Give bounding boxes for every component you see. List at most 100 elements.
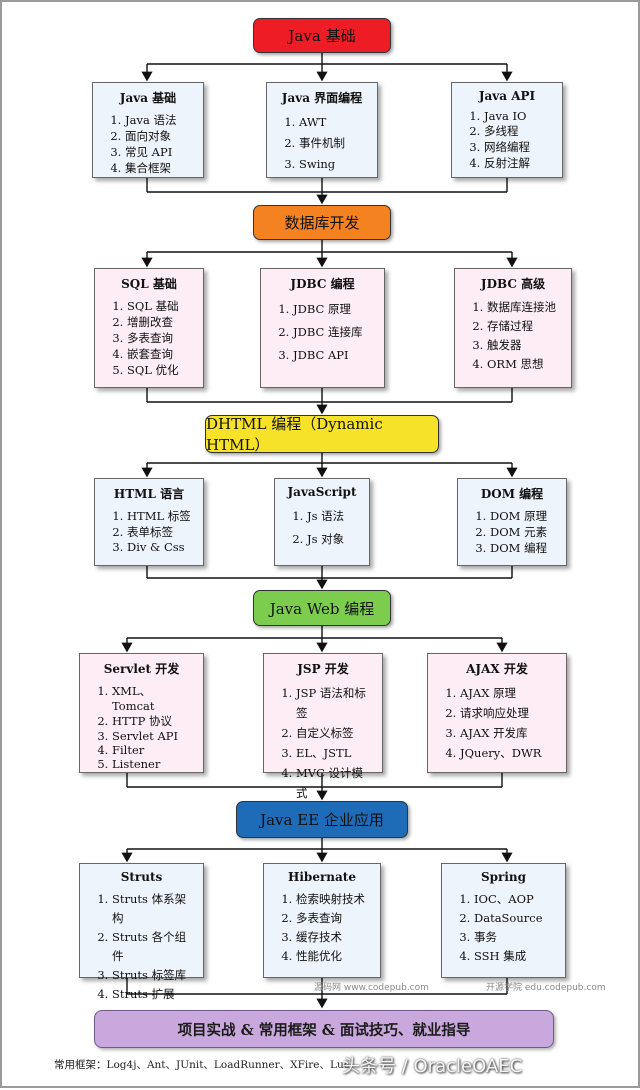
box-java-gui: Java 界面编程 AWT 事件机制 Swing bbox=[266, 82, 378, 178]
list-item: 集合框架 bbox=[125, 160, 193, 176]
list-item: SQL 优化 bbox=[127, 362, 193, 378]
list-item: ORM 思想 bbox=[487, 355, 561, 374]
list-item: MVC 设计模式 bbox=[296, 763, 372, 803]
list-item: Js 对象 bbox=[307, 528, 359, 551]
box-html: HTML 语言 HTML 标签 表单标签 Div & Css bbox=[94, 478, 204, 566]
list-item: Filter bbox=[112, 743, 193, 757]
header-dhtml: DHTML 编程（Dynamic HTML） bbox=[205, 415, 439, 454]
box-title: Servlet 开发 bbox=[103, 662, 180, 676]
list-item: 缓存技术 bbox=[296, 928, 370, 947]
box-struts: Struts Struts 体系架构 Struts 各个组件 Struts 标签… bbox=[79, 863, 204, 1001]
list-item: DOM 元素 bbox=[490, 524, 556, 540]
box-ajax: AJAX 开发 AJAX 原理 请求响应处理 AJAX 开发库 JQuery、D… bbox=[427, 653, 567, 773]
box-title: SQL 基础 bbox=[121, 277, 177, 291]
list-item: DOM 原理 bbox=[490, 508, 556, 524]
box-dom: DOM 编程 DOM 原理 DOM 元素 DOM 编程 bbox=[457, 478, 567, 566]
box-title: HTML 语言 bbox=[113, 487, 185, 501]
list-item: 触发器 bbox=[487, 336, 561, 355]
list-item: JDBC 连接库 bbox=[293, 321, 374, 344]
list-item: HTML 标签 bbox=[127, 508, 193, 524]
box-java-api: Java API Java IO 多线程 网络编程 反射注解 bbox=[451, 82, 563, 178]
list-item: JDBC API bbox=[293, 344, 374, 367]
box-jdbc: JDBC 编程 JDBC 原理 JDBC 连接库 JDBC API bbox=[260, 268, 385, 388]
list-item: Struts 体系架构 bbox=[112, 890, 193, 928]
list-item: Servlet API bbox=[112, 729, 193, 743]
list-item: Div & Css bbox=[127, 540, 193, 554]
box-title: DOM 编程 bbox=[480, 487, 544, 501]
item-list: Struts 体系架构 Struts 各个组件 Struts 标签库 Strut… bbox=[90, 890, 193, 1004]
box-java-basics: Java 基础 Java 语法 面向对象 常见 API 集合框架 bbox=[92, 82, 204, 178]
list-item: Struts 标签库 bbox=[112, 966, 193, 985]
list-item: 表单标签 bbox=[127, 524, 193, 540]
list-item: 网络编程 bbox=[484, 139, 552, 155]
list-item: Js 语法 bbox=[307, 505, 359, 528]
item-list: 检索映射技术 多表查询 缓存技术 性能优化 bbox=[274, 890, 370, 966]
list-item: 请求响应处理 bbox=[460, 703, 556, 723]
item-list: Js 语法 Js 对象 bbox=[285, 505, 359, 551]
box-servlet: Servlet 开发 XML、Tomcat HTTP 协议 Servlet AP… bbox=[79, 653, 204, 773]
item-list: SQL 基础 增删改查 多表查询 嵌套查询 SQL 优化 bbox=[105, 298, 193, 378]
box-sql-basics: SQL 基础 SQL 基础 增删改查 多表查询 嵌套查询 SQL 优化 bbox=[94, 268, 204, 388]
list-item: IOC、AOP bbox=[474, 890, 555, 909]
box-title: JavaScript bbox=[287, 485, 357, 499]
item-list: AWT 事件机制 Swing bbox=[277, 112, 367, 175]
header-java-web: Java Web 编程 bbox=[253, 590, 391, 626]
list-item: SSH 集成 bbox=[474, 947, 555, 966]
list-item: JQuery、DWR bbox=[460, 743, 556, 763]
header-java-web-label: Java Web 编程 bbox=[269, 599, 375, 618]
list-item: 事件机制 bbox=[299, 133, 367, 154]
box-title: Struts bbox=[120, 870, 163, 884]
box-title: JDBC 高级 bbox=[480, 277, 546, 291]
box-title: Java 界面编程 bbox=[281, 91, 363, 105]
header-java-basics: Java 基础 bbox=[253, 18, 391, 53]
item-list: IOC、AOP DataSource 事务 SSH 集成 bbox=[452, 890, 555, 966]
list-item: 存储过程 bbox=[487, 317, 561, 336]
final-goal-label: 项目实战 & 常用框架 & 面试技巧、就业指导 bbox=[177, 1021, 471, 1039]
watermark-right: 开源学院 edu.codepub.com bbox=[486, 983, 606, 993]
box-hibernate: Hibernate 检索映射技术 多表查询 缓存技术 性能优化 bbox=[263, 863, 381, 978]
box-title: AJAX 开发 bbox=[466, 662, 528, 676]
box-title: JSP 开发 bbox=[297, 662, 349, 676]
final-goal-box: 项目实战 & 常用框架 & 面试技巧、就业指导 bbox=[94, 1010, 554, 1048]
toutiao-credit: 头条号 / OracleOAEC bbox=[342, 1056, 523, 1077]
box-title: JDBC 编程 bbox=[290, 277, 355, 291]
item-list: JDBC 原理 JDBC 连接库 JDBC API bbox=[271, 298, 374, 367]
list-item: 嵌套查询 bbox=[127, 346, 193, 362]
list-item: JSP 语法和标签 bbox=[296, 683, 372, 723]
list-item: DataSource bbox=[474, 909, 555, 928]
list-item: Java IO bbox=[484, 109, 552, 123]
box-jsp: JSP 开发 JSP 语法和标签 自定义标签 EL、JSTL MVC 设计模式 bbox=[263, 653, 383, 800]
item-list: JSP 语法和标签 自定义标签 EL、JSTL MVC 设计模式 bbox=[274, 683, 372, 803]
item-list: Java 语法 面向对象 常见 API 集合框架 bbox=[103, 112, 193, 176]
frameworks-footer: 常用框架：Log4j、Ant、JUnit、LoadRunner、XFire、Lu… bbox=[54, 1059, 350, 1071]
list-item: Struts 各个组件 bbox=[112, 928, 193, 966]
item-list: DOM 原理 DOM 元素 DOM 编程 bbox=[468, 508, 556, 556]
list-item: Java 语法 bbox=[125, 112, 193, 128]
box-jdbc-advanced: JDBC 高级 数据库连接池 存储过程 触发器 ORM 思想 bbox=[454, 268, 572, 388]
list-item: SQL 基础 bbox=[127, 298, 193, 314]
box-title: Java API bbox=[478, 89, 536, 103]
list-item: 多线程 bbox=[484, 123, 552, 139]
list-item: 性能优化 bbox=[296, 947, 370, 966]
list-item: AWT bbox=[299, 112, 367, 133]
list-item: 面向对象 bbox=[125, 128, 193, 144]
list-item: AJAX 原理 bbox=[460, 683, 556, 703]
list-item: Listener bbox=[112, 757, 193, 771]
item-list: Java IO 多线程 网络编程 反射注解 bbox=[462, 109, 552, 171]
list-item: 自定义标签 bbox=[296, 723, 372, 743]
item-list: XML、Tomcat HTTP 协议 Servlet API Filter Li… bbox=[90, 683, 193, 771]
list-item: JDBC 原理 bbox=[293, 298, 374, 321]
header-java-basics-label: Java 基础 bbox=[288, 27, 356, 45]
watermark-left: 源码网 www.codepub.com bbox=[314, 983, 429, 993]
box-spring: Spring IOC、AOP DataSource 事务 SSH 集成 bbox=[441, 863, 566, 978]
list-item: EL、JSTL bbox=[296, 743, 372, 763]
list-item: 反射注解 bbox=[484, 155, 552, 171]
item-list: AJAX 原理 请求响应处理 AJAX 开发库 JQuery、DWR bbox=[438, 683, 556, 763]
header-dhtml-label: DHTML 编程（Dynamic HTML） bbox=[206, 415, 383, 454]
header-java-ee: Java EE 企业应用 bbox=[236, 801, 408, 838]
list-item: 多表查询 bbox=[296, 909, 370, 928]
list-item: XML、Tomcat bbox=[112, 683, 193, 713]
box-title: Java 基础 bbox=[119, 91, 177, 105]
list-item: AJAX 开发库 bbox=[460, 723, 556, 743]
box-javascript: JavaScript Js 语法 Js 对象 bbox=[274, 478, 370, 566]
